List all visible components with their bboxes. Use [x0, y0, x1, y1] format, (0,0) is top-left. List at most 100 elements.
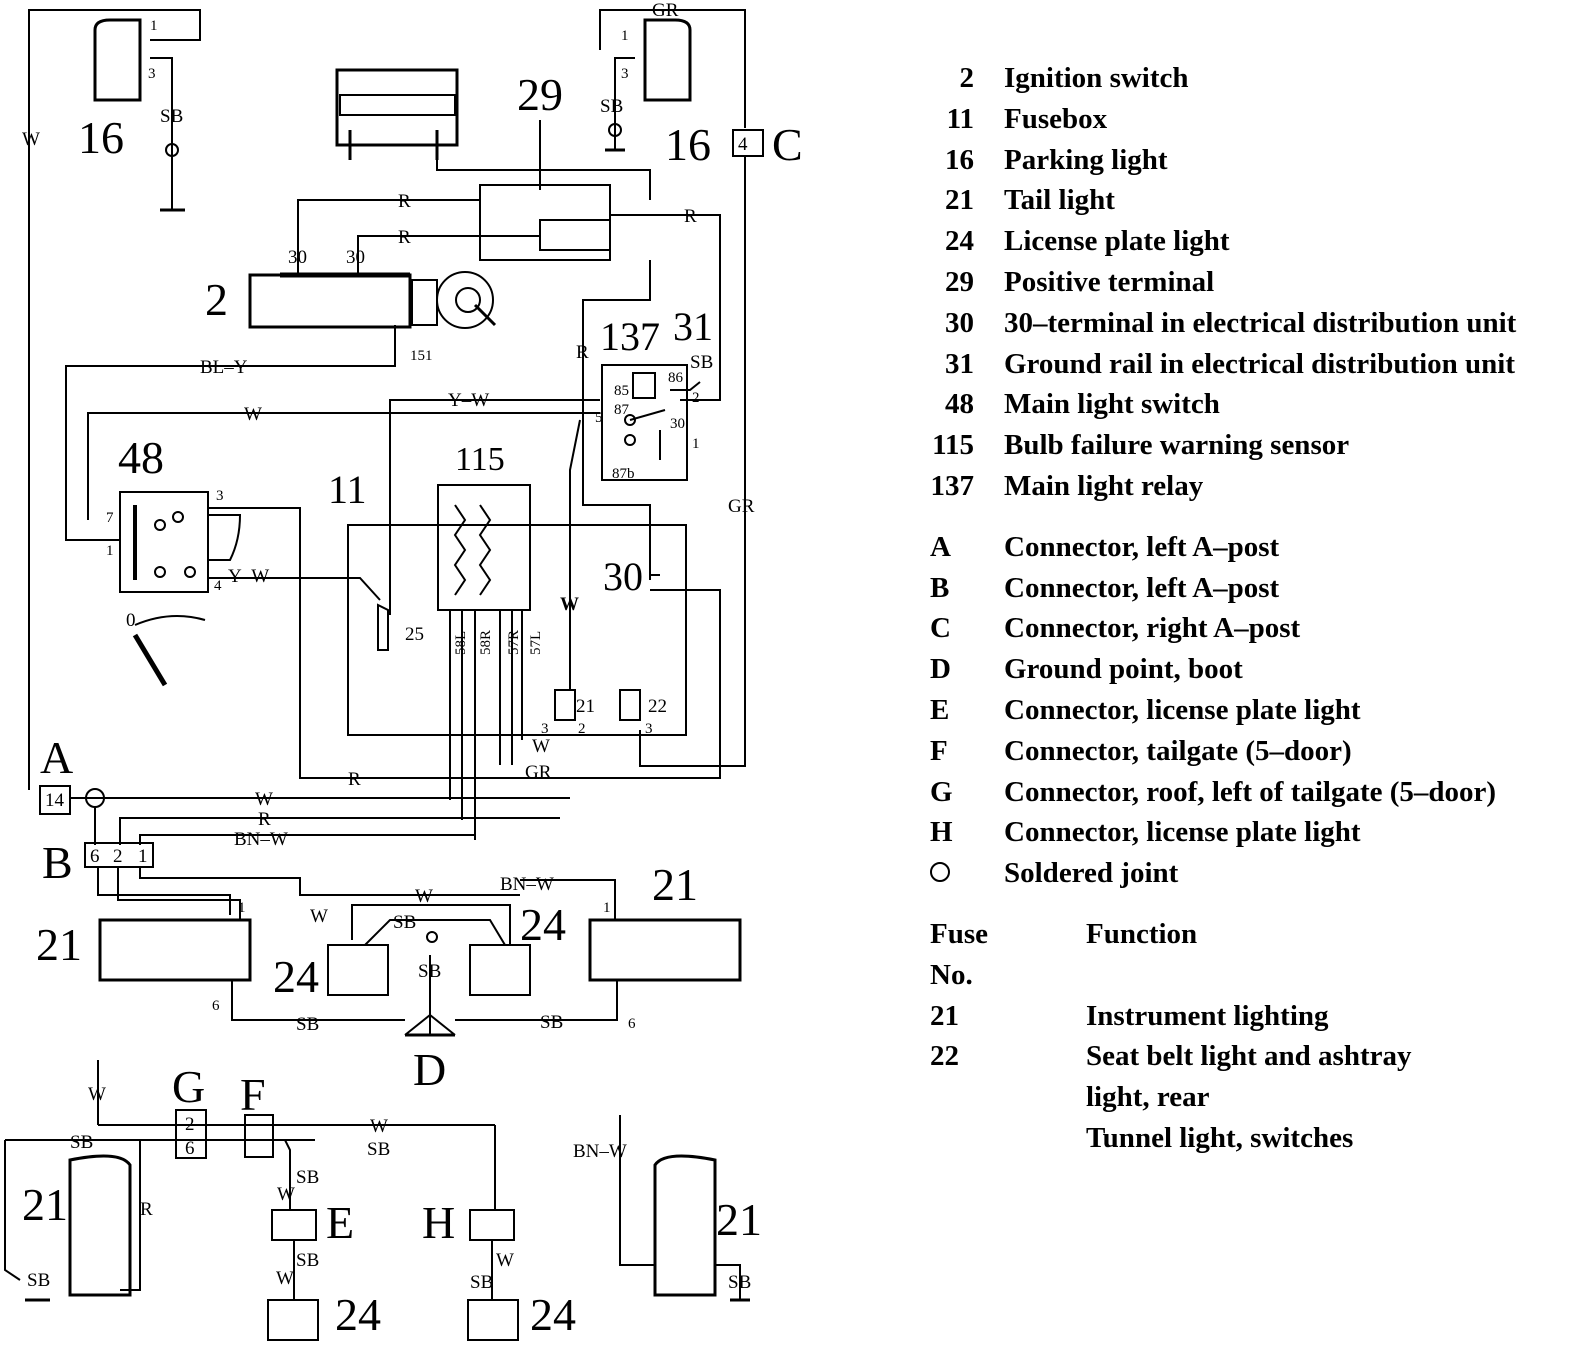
fuse-row: light, rear	[920, 1077, 1570, 1118]
legend-row: F Connector, tailgate (5–door)	[920, 731, 1570, 772]
legend-row: Soldered joint	[920, 853, 1570, 894]
legend-num: 115	[932, 429, 974, 462]
pin-label: 85	[614, 383, 629, 399]
legend-num: 21	[945, 184, 974, 217]
component-31: 31	[673, 304, 713, 349]
connector-G: G	[172, 1061, 205, 1112]
legend-num: 29	[945, 265, 974, 298]
fuse-function: light, rear	[1086, 1081, 1210, 1114]
wire-label-bn-w: BN–W	[573, 1141, 627, 1162]
pin-label: 25	[405, 624, 424, 645]
pin-label: 4	[214, 578, 222, 594]
fuse-no: 21	[930, 999, 959, 1032]
legend-desc: Bulb failure warning sensor	[1004, 429, 1350, 462]
legend-desc: Connector, tailgate (5–door)	[1004, 734, 1352, 767]
legend-desc: Soldered joint	[1004, 857, 1179, 890]
component-11: 11	[328, 467, 367, 512]
legend-row: G Connector, roof, left of tailgate (5–do…	[920, 772, 1570, 813]
legend-letter: D	[930, 653, 951, 686]
wire-label-sb: SB	[296, 1014, 319, 1035]
wire-label-bn-w: BN–W	[234, 829, 288, 850]
connector-B: B	[42, 837, 73, 888]
legend-row: 24 License plate light	[920, 221, 1570, 262]
legend-row: 115 Bulb failure warning sensor	[920, 425, 1570, 466]
pin-label: 86	[668, 370, 684, 386]
wire-label-w: W	[277, 1184, 295, 1205]
legend-desc: Connector, license plate light	[1004, 693, 1361, 726]
wire-label-gr: GR	[728, 496, 755, 517]
wire-label-sb: SB	[690, 352, 713, 373]
pin-label: 30	[288, 247, 307, 268]
wire-label-sb: SB	[296, 1167, 319, 1188]
pin-label: 58R	[478, 630, 494, 655]
component-48: 48	[118, 432, 164, 483]
wire-label-sb: SB	[296, 1250, 319, 1271]
pin-label: 3	[216, 488, 224, 504]
soldered-joint-icon	[930, 853, 950, 894]
legend-desc: License plate light	[1004, 225, 1230, 258]
fuse-function: Tunnel light, switches	[1086, 1121, 1354, 1154]
fuse-header-no: No.	[930, 958, 973, 991]
legend-num: 24	[945, 225, 974, 258]
legend-desc: Connector, license plate light	[1004, 816, 1361, 849]
wire-label-r: R	[140, 1199, 153, 1220]
legend-desc: Tail light	[1004, 184, 1115, 217]
wire-label-r: R	[398, 191, 411, 212]
wire-label-w: W	[370, 1116, 388, 1137]
legend-num: 16	[945, 143, 974, 176]
pin-g6: 6	[185, 1138, 195, 1159]
legend-desc: Connector, roof, left of tailgate (5–doo…	[1004, 775, 1497, 808]
wire-label-w: W	[88, 1084, 106, 1105]
fuse-header: No.	[920, 955, 1570, 996]
component-30: 30	[603, 554, 643, 599]
pin-c4: 4	[738, 134, 748, 155]
wiring-diagram: 16 16 29 2 137 31 48 11 115 30 21 21 21 …	[4, 0, 803, 1341]
pin-label: 3	[148, 66, 156, 82]
legend-desc: Main light relay	[1004, 469, 1204, 502]
legend-num: 2	[959, 62, 975, 94]
legend-desc: Positive terminal	[1004, 265, 1215, 298]
pin-label: 87	[614, 402, 630, 418]
pin-label: 1	[150, 18, 158, 34]
pin-label: 87b	[612, 466, 635, 482]
pin-label: 3	[621, 66, 629, 82]
connector-H: H	[422, 1197, 455, 1248]
component-21-c: 21	[22, 1179, 68, 1230]
wire-label-w: W	[532, 736, 550, 757]
pin-g2: 2	[185, 1114, 195, 1135]
wire-label-y-w: Y–W	[228, 566, 269, 587]
pin-label: 58L	[453, 631, 469, 655]
fuse-function: Seat belt light and ashtray	[1086, 1040, 1412, 1073]
fuse-22-label: 22	[648, 696, 667, 717]
legend-letter: F	[930, 734, 948, 767]
pin-label: 57L	[528, 631, 544, 655]
fuse-header-no: Fuse	[930, 917, 988, 950]
wire-label-w: W	[276, 1268, 294, 1289]
component-24-b: 24	[520, 899, 566, 950]
pin-label: 30	[670, 416, 685, 432]
legend-desc: Ground rail in electrical distribution u…	[1004, 347, 1516, 380]
legend-num: 137	[930, 469, 975, 502]
connector-C: C	[772, 119, 803, 170]
pin-label: 6	[212, 998, 220, 1014]
wire-label-sb: SB	[367, 1139, 390, 1160]
wire-label-sb: SB	[70, 1132, 93, 1153]
component-21-d: 21	[716, 1194, 762, 1245]
wire-label-r: R	[684, 206, 697, 227]
component-137: 137	[600, 314, 660, 359]
wire-label-w: W	[22, 129, 40, 150]
legend-letter: C	[930, 612, 951, 645]
legend-num: 48	[945, 388, 974, 421]
legend-desc: Fusebox	[1004, 102, 1108, 135]
component-16-left: 16	[78, 112, 124, 163]
legend-letter: G	[930, 775, 953, 808]
